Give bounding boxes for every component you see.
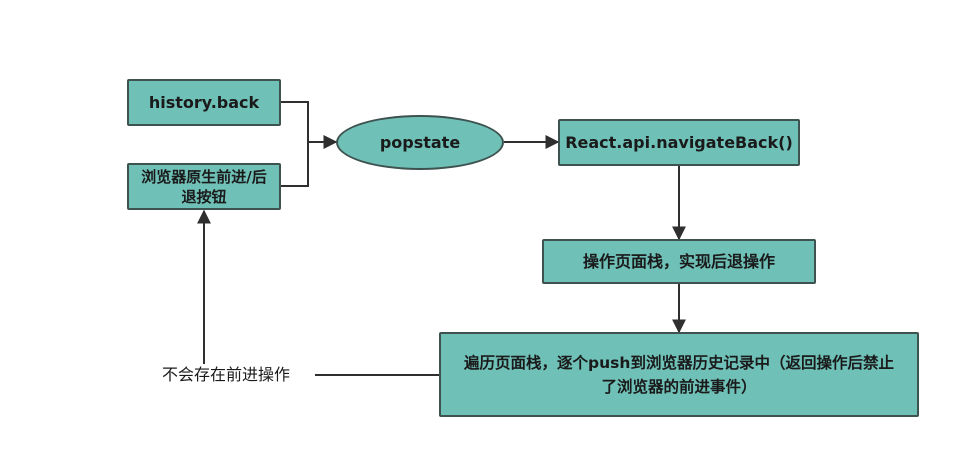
browser-back-forward-buttons-node: 浏览器原生前进/后退按钮 — [127, 163, 281, 210]
no-forward-operation-label: 不会存在前进操作 — [162, 365, 291, 385]
traverse-page-stack-node: 遍历页面栈，逐个push到浏览器历史记录中（返回操作后禁止了浏览器的前进事件） — [439, 332, 919, 417]
edge-browser-buttons-to-popstate — [281, 142, 309, 187]
history-back-node: history.back — [127, 79, 281, 126]
edge-history-back-to-popstate — [281, 101, 338, 149]
navigate-back-api-node: React.api.navigateBack() — [558, 119, 800, 166]
operate-page-stack-node: 操作页面栈，实现后退操作 — [542, 239, 816, 284]
popstate-event-node: popstate — [336, 115, 504, 170]
